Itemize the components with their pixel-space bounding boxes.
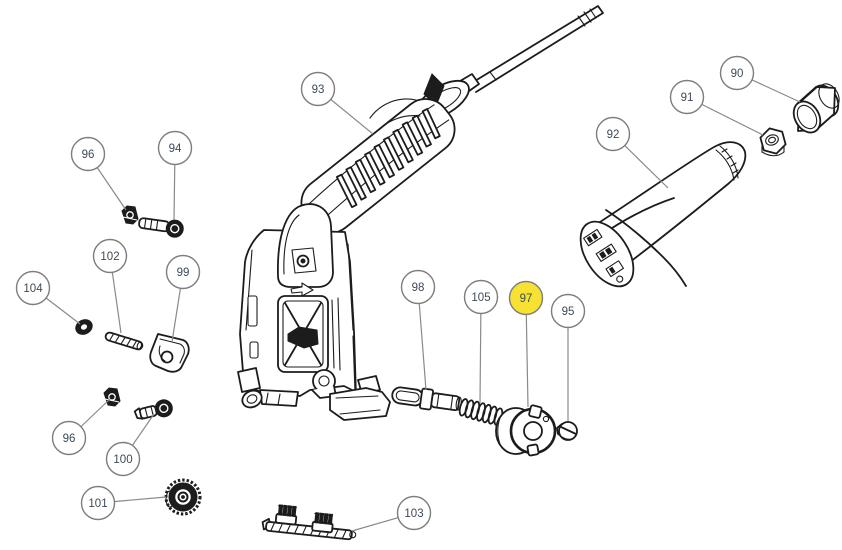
callout-96[interactable]: 96 [70,136,106,172]
part-93-torch-body [237,5,604,421]
part-101-knurled-wheel [164,478,202,516]
callout-95[interactable]: 95 [550,293,586,329]
svg-text:104: 104 [23,283,43,295]
svg-text:96: 96 [63,433,76,445]
callout-98[interactable]: 98 [400,269,436,305]
svg-text:103: 103 [404,508,423,520]
part-96-hex-nut-upper [121,205,139,225]
part-105-spring [458,398,504,426]
part-99-clip [149,333,190,373]
svg-text:92: 92 [607,129,620,141]
leader-line-98 [417,286,427,391]
svg-text:93: 93 [312,84,325,96]
part-97-drive-roller [495,404,557,457]
part-92-handle-shell [579,141,747,288]
callout-99[interactable]: 99 [165,254,201,290]
svg-text:102: 102 [100,251,119,263]
callout-104[interactable]: 104 [15,270,51,306]
svg-text:95: 95 [562,306,575,318]
callout-92[interactable]: 92 [595,116,631,152]
svg-text:96: 96 [82,149,95,161]
svg-text:98: 98 [412,282,425,294]
part-104-washer [75,319,93,335]
part-95-slotted-screw [556,421,578,441]
callout-105[interactable]: 105 [463,279,499,315]
svg-text:91: 91 [681,92,694,104]
callout-94[interactable]: 94 [157,130,193,166]
callout-93[interactable]: 93 [300,71,336,107]
svg-text:100: 100 [113,454,132,466]
svg-text:97: 97 [520,293,533,305]
callout-102[interactable]: 102 [92,238,128,274]
part-100-socket-screw [133,399,173,420]
callout-103[interactable]: 103 [396,495,432,531]
svg-text:90: 90 [731,68,744,80]
svg-text:105: 105 [471,292,490,304]
part-102-pin [104,331,144,351]
callout-97-highlighted[interactable]: 97 [508,280,544,316]
callouts-layer: 90 91 92 93 94 96 104 102 99 96 100 101 98 105 97 95 103 [15,55,755,531]
svg-text:101: 101 [88,498,107,510]
leader-line-97 [525,297,529,408]
part-94-socket-screw [138,217,184,238]
part-98-stepped-bolt [391,386,462,412]
callout-100[interactable]: 100 [105,441,141,477]
part-96-hex-nut-lower [103,387,121,407]
leader-line-105 [479,296,482,404]
callout-101[interactable]: 101 [80,485,116,521]
callout-96[interactable]: 96 [51,420,87,456]
svg-text:99: 99 [177,267,190,279]
svg-text:94: 94 [169,143,182,155]
callout-90[interactable]: 90 [719,55,755,91]
part-91-flange-nut [759,127,787,157]
callout-91[interactable]: 91 [669,79,705,115]
part-103-brush-bar [261,504,357,541]
part-90-end-cap [792,83,840,134]
